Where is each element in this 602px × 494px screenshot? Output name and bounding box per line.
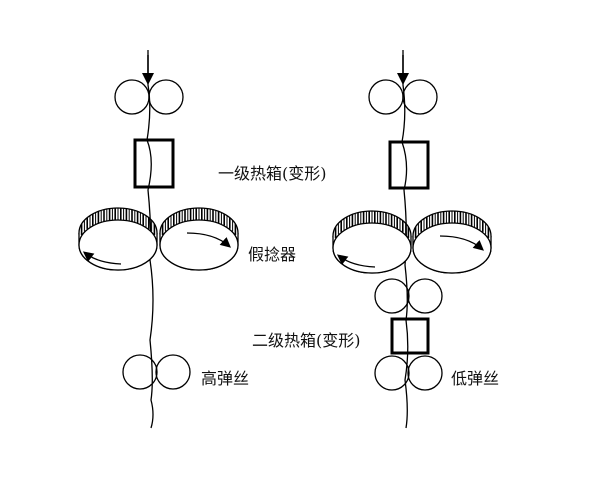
false-twister-disc-right-b bbox=[412, 210, 492, 274]
false-twister-disc-right-a bbox=[332, 210, 412, 274]
false-twister-disc-left-b bbox=[159, 207, 239, 271]
rotation-arrow-icon bbox=[439, 235, 484, 251]
delivery-roller-right-a bbox=[374, 355, 410, 391]
primary-heater-box-left bbox=[133, 138, 175, 189]
delivery-roller-left-b bbox=[155, 354, 191, 390]
rotation-arrow-icon bbox=[186, 232, 231, 248]
rotation-arrow-icon bbox=[82, 251, 122, 265]
middle-roller-right-a bbox=[374, 278, 410, 314]
primary-heater-box-right bbox=[388, 140, 430, 190]
delivery-roller-right-b bbox=[407, 355, 443, 391]
delivery-roller-left-a bbox=[122, 354, 158, 390]
middle-roller-right-b bbox=[407, 278, 443, 314]
feed-roller-left-b bbox=[148, 79, 184, 115]
rotation-arrow-icon bbox=[336, 254, 376, 268]
label-primary-heater: 一级热箱(变形) bbox=[218, 164, 327, 183]
label-secondary-heater: 二级热箱(变形) bbox=[252, 331, 361, 350]
secondary-heater-box bbox=[390, 317, 430, 355]
feed-roller-left-a bbox=[114, 79, 150, 115]
feed-roller-right-b bbox=[402, 79, 438, 115]
false-twister-disc-left-a bbox=[78, 207, 158, 271]
label-false-twister: 假捻器 bbox=[248, 245, 297, 264]
label-high-stretch-yarn: 高弹丝 bbox=[201, 369, 250, 388]
feed-roller-right-a bbox=[368, 79, 404, 115]
label-low-stretch-yarn: 低弹丝 bbox=[451, 369, 500, 388]
